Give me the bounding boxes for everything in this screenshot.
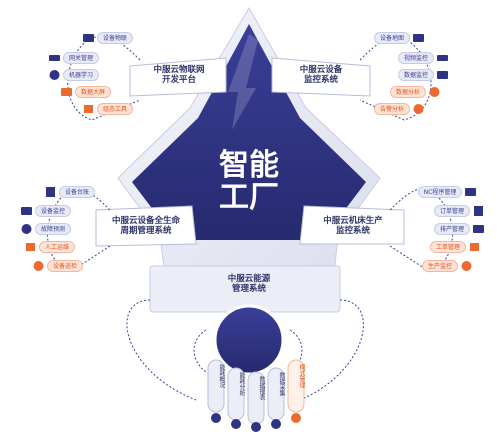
- energy-leg-1: [207, 359, 225, 413]
- system-machine-line2: 监控系统: [335, 226, 370, 236]
- iot-item-1: 设备物联: [97, 32, 133, 44]
- data-analysis-icon: [429, 87, 440, 97]
- iot-item-5: 组态工具: [97, 103, 133, 115]
- machine-item-2: 订单管理: [434, 205, 470, 217]
- center-title-line2: 工厂: [219, 179, 279, 215]
- system-lifecycle-line2: 周期管理系统: [120, 226, 172, 236]
- system-monitor: 中服云设备 监控系统: [276, 65, 366, 85]
- energy-item-3: 数据报表: [258, 376, 265, 400]
- energy-item-4: 数据采集: [278, 372, 285, 396]
- energy-item-1: 能耗概况: [218, 364, 225, 388]
- system-energy: 中服云能源 管理系统: [200, 274, 298, 294]
- energy-icon-5: [291, 413, 301, 423]
- monitor-item-5: 告警分析: [374, 103, 410, 115]
- lifecycle-item-5: 设备巡检: [47, 260, 83, 272]
- arrow-highlight: [228, 34, 258, 130]
- machine-learning-icon: [49, 70, 60, 80]
- energy-circle: [213, 304, 285, 376]
- config-tool-icon: [84, 105, 93, 113]
- lifecycle-item-3: 故障预测: [35, 223, 71, 235]
- alarm-icon: [413, 104, 424, 114]
- iot-item-3: 机器学习: [63, 69, 99, 81]
- system-monitor-line1: 中服云设备: [299, 65, 343, 75]
- data-monitor-icon: [437, 71, 448, 79]
- system-energy-line1: 中服云能源: [227, 274, 271, 284]
- device-monitor-icon: [21, 207, 32, 215]
- system-monitor-line2: 监控系统: [303, 75, 338, 85]
- dashboard-icon: [61, 88, 72, 96]
- machine-item-4: 工单管理: [430, 241, 466, 253]
- machine-badge: [299, 205, 405, 245]
- dashed-connectors: [47, 36, 453, 401]
- system-iot: 中服云物联网 开发平台: [134, 65, 224, 85]
- energy-icon-4: [271, 419, 281, 429]
- lifecycle-badge: [95, 205, 197, 247]
- inner-arrow-shape: [132, 24, 366, 240]
- iot-item-4: 数据大屏: [75, 86, 111, 98]
- energy-leg-5: [287, 359, 305, 413]
- lifecycle-item-2: 设备监控: [35, 205, 71, 217]
- energy-icon-2: [231, 419, 241, 429]
- system-iot-line2: 开发平台: [161, 75, 196, 85]
- system-iot-line1: 中服云物联网: [153, 65, 205, 75]
- iot-item-2: 网关管理: [63, 52, 99, 64]
- energy-item-5: 模式管理: [298, 364, 305, 388]
- lifecycle-item-1: 设备台账: [59, 186, 95, 198]
- energy-item-2: 能耗分析: [238, 372, 245, 396]
- monitor-item-3: 数据监控: [398, 69, 434, 81]
- machine-item-3: 排产管理: [434, 223, 470, 235]
- work-order-icon: [470, 243, 479, 251]
- schedule-icon: [473, 225, 484, 233]
- iot-badge: [129, 57, 227, 97]
- inspection-icon: [33, 261, 44, 271]
- energy-icon-1: [211, 413, 221, 423]
- gateway-icon: [49, 55, 60, 61]
- production-monitor-icon: [461, 261, 472, 271]
- energy-icon-3: [251, 422, 261, 432]
- center-title: 智能 工厂: [205, 150, 293, 213]
- system-energy-line2: 管理系统: [231, 284, 266, 294]
- monitor-item-2: 视频监控: [398, 52, 434, 64]
- center-title-line1: 智能: [219, 148, 279, 183]
- system-lifecycle: 中服云设备全生命 周期管理系统: [98, 216, 194, 236]
- machine-item-1: NC程序管理: [418, 186, 462, 198]
- order-icon: [474, 206, 483, 216]
- system-lifecycle-line1: 中服云设备全生命: [111, 216, 180, 226]
- device-iot-icon: [83, 34, 94, 42]
- system-machine: 中服云机床生产 监控系统: [304, 216, 402, 236]
- monitor-badge: [271, 57, 371, 97]
- system-machine-line1: 中服云机床生产: [323, 216, 383, 226]
- maintenance-icon: [26, 243, 35, 251]
- monitor-item-4: 数据分析: [390, 86, 426, 98]
- monitor-item-1: 设备地图: [374, 32, 410, 44]
- machine-item-5: 生产监控: [422, 260, 458, 272]
- map-icon: [413, 34, 424, 42]
- ledger-icon: [46, 187, 55, 197]
- lifecycle-item-4: 人工运维: [39, 241, 75, 253]
- video-icon: [437, 55, 448, 61]
- fault-predict-icon: [21, 224, 32, 234]
- nc-program-icon: [465, 188, 476, 196]
